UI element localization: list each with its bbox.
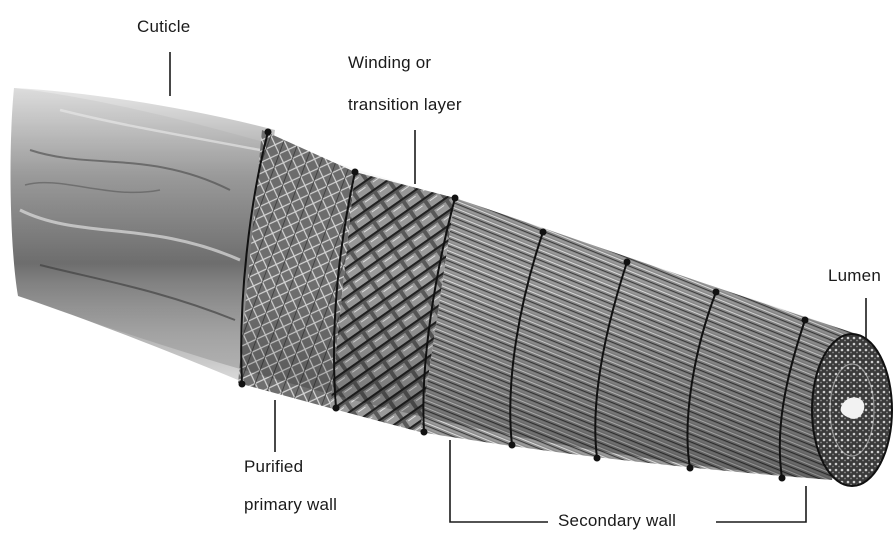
secondary-wall-leader-right: [716, 486, 806, 522]
winding-layer-label-line2: transition layer: [348, 94, 462, 115]
cross-section: [812, 334, 892, 486]
primary-wall-label-line2: primary wall: [244, 494, 337, 515]
secondary-wall-leader-left: [450, 440, 548, 522]
winding-layer-label-line1: Winding or: [348, 52, 431, 73]
lumen-label: Lumen: [828, 265, 881, 286]
secondary-wall-label: Secondary wall: [558, 510, 676, 531]
primary-wall-label-line1: Purified: [244, 456, 303, 477]
cuticle-label: Cuticle: [137, 16, 190, 37]
